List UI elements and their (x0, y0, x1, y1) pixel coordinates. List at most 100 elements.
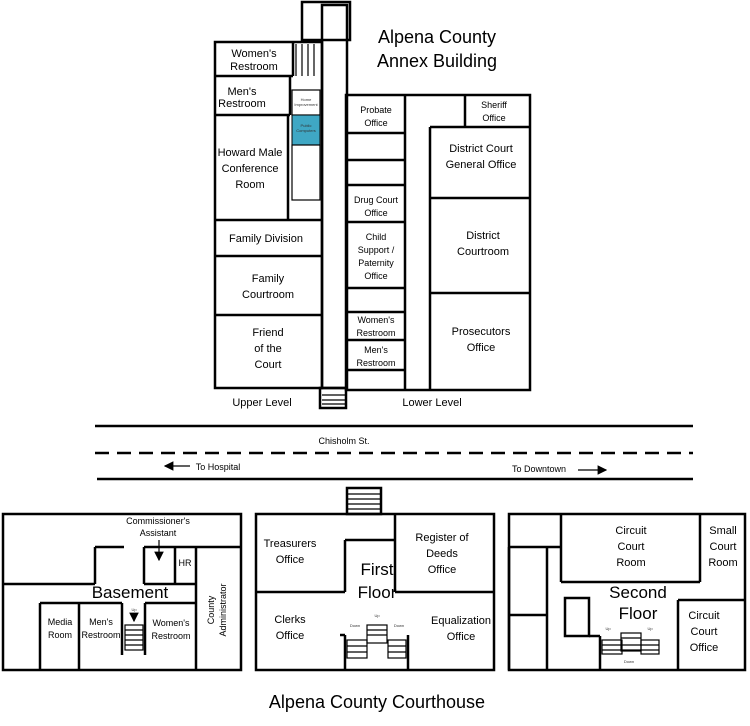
courthouse-first-label-1-label: Floor (358, 583, 397, 602)
annex-upper-rooms-howard-2-label: Room (235, 179, 264, 191)
annex-lower-rooms-drug-0-label: Drug Court (354, 195, 399, 205)
courthouse-title: Alpena County Courthouse (269, 692, 485, 712)
stairs-icon (295, 44, 315, 76)
annex-lower-label-label: Lower Level (402, 397, 461, 409)
annex-lower-rooms-sheriff-1-label: Office (482, 113, 505, 123)
courthouse-second-label-0-label: Second (609, 583, 667, 602)
courthouse-second-circuit_office-0-label: Circuit (688, 610, 719, 622)
annex-upper-rooms-mens-0-label: Men's (228, 86, 257, 98)
courthouse-first-equalization-0-label: Equalization (431, 615, 491, 627)
courthouse-basement-label-label: Basement (92, 583, 169, 602)
street: Chisholm St. To Hospital To Downtown (95, 424, 693, 481)
stairs-icon (347, 493, 381, 510)
annex-lower-rooms-probate-1-label: Office (364, 118, 387, 128)
annex-title-line1: Alpena County (378, 27, 496, 47)
annex-upper-rooms-computers-0-label: Public (301, 123, 312, 128)
stairs-icon (124, 624, 144, 651)
courthouse-basement-commissioner-0-label: Commissioner's (126, 516, 190, 526)
courthouse-basement-womens-0-label: Women's (152, 618, 190, 628)
courthouse-first-treasurers-1-label: Office (276, 554, 305, 566)
annex-lower-rooms-prosecutors-0-label: Prosecutors (452, 326, 511, 338)
courthouse-second-circuit_room-2-label: Room (616, 557, 645, 569)
courthouse-basement-up-label: Up (131, 607, 137, 612)
stairs-icon (322, 394, 346, 405)
annex-upper-rooms-friend-2-label: Court (255, 359, 282, 371)
annex-lower-rooms-child-3-label: Office (364, 271, 387, 281)
stairs-icon (346, 624, 407, 659)
courthouse-first-label-0-label: First (360, 560, 393, 579)
annex-lower-rooms-district_courtroom-0-label: District (466, 230, 500, 242)
annex-upper-label-label: Upper Level (232, 397, 291, 409)
courthouse-second-circuit_room-1-label: Court (618, 541, 645, 553)
courthouse-second-label-1-label: Floor (619, 604, 658, 623)
annex-upper-rooms-home-0-label: Home (301, 97, 312, 102)
annex-lower-rooms-womens-1-label: Restroom (356, 328, 395, 338)
courthouse-second-up-label: Up (647, 626, 653, 631)
annex-lower-rooms-drug-1-label: Office (364, 208, 387, 218)
annex-upper-rooms-computers-1-label: Computers (296, 128, 316, 133)
annex-lower-rooms-child-0-label: Child (366, 232, 387, 242)
street-name: Chisholm St. (318, 436, 369, 446)
annex-upper-rooms-howard-0-label: Howard Male (218, 147, 283, 159)
annex-lower-rooms-prosecutors-1-label: Office (467, 342, 496, 354)
annex-lower-rooms-sheriff-0-label: Sheriff (481, 100, 507, 110)
courthouse-basement-mens-1-label: Restroom (81, 630, 120, 640)
courthouse-second-circuit_office-2-label: Office (690, 642, 719, 654)
courthouse-basement-womens-1-label: Restroom (151, 631, 190, 641)
annex-lower-rooms-probate-0-label: Probate (360, 105, 392, 115)
to-hospital-label: To Hospital (196, 462, 241, 472)
courthouse-basement-commissioner-1-label: Assistant (140, 528, 177, 538)
annex-upper-rooms-howard-1-label: Conference (222, 163, 279, 175)
courthouse-basement-mens-0-label: Men's (89, 617, 113, 627)
courthouse-first-register-1-label: Deeds (426, 548, 458, 560)
annex-lower-rooms-mens-0-label: Men's (364, 345, 388, 355)
annex-upper-rooms-friend-1-label: of the (254, 343, 282, 355)
courthouse-second-circuit_office-1-label: Court (691, 626, 718, 638)
courthouse-second-down-label: Down (624, 659, 634, 664)
annex-lower-rooms-district_general-0-label: District Court (449, 143, 513, 155)
annex-upper-rooms-womens-1-label: Restroom (230, 61, 278, 73)
courthouse-first-clerks-1-label: Office (276, 630, 305, 642)
courthouse-first-equalization-1-label: Office (447, 631, 476, 643)
annex-lower-rooms-child-2-label: Paternity (358, 258, 394, 268)
courthouse-basement-admin-0-label: County (206, 595, 216, 624)
annex-upper-rooms-family_courtroom-0-label: Family (252, 273, 285, 285)
annex-title-line2: Annex Building (377, 51, 497, 71)
annex-lower-rooms-mens-1-label: Restroom (356, 358, 395, 368)
annex-upper-rooms-womens-0-label: Women's (231, 48, 277, 60)
stairs-icon (601, 632, 660, 655)
courthouse-first-down-label: Down (350, 623, 360, 628)
courthouse-second-small_court-0-label: Small (709, 525, 737, 537)
courthouse-basement-media-1-label: Room (48, 630, 72, 640)
courthouse-basement-admin-1-label: Administrator (218, 583, 228, 636)
annex-lower-rooms-district_general-1-label: General Office (446, 159, 517, 171)
annex-upper-rooms-home-1-label: Improvement (294, 102, 318, 107)
annex-upper-rooms-mens-1-label: Restroom (218, 98, 266, 110)
courthouse-first-clerks-0-label: Clerks (274, 614, 306, 626)
public-computers-room (291, 114, 321, 146)
annex-upper-rooms-friend-0-label: Friend (252, 327, 283, 339)
courthouse-second-circuit_room-0-label: Circuit (615, 525, 646, 537)
courthouse-first-register-0-label: Register of (415, 532, 469, 544)
courthouse-second-small_court-1-label: Court (710, 541, 737, 553)
annex-lower-rooms-child-1-label: Support / (358, 245, 395, 255)
courthouse-second-up-label: Up (605, 626, 611, 631)
annex-lower-rooms-district_courtroom-1-label: Courtroom (457, 246, 509, 258)
to-downtown-label: To Downtown (512, 464, 566, 474)
courthouse-first-down-label: Down (394, 623, 404, 628)
courthouse-basement-media-0-label: Media (48, 617, 73, 627)
annex-title: Alpena County Annex Building (377, 27, 497, 71)
courthouse-second-small_court-2-label: Room (708, 557, 737, 569)
courthouse-first-up-label: Up (374, 613, 380, 618)
courthouse-first-register-2-label: Office (428, 564, 457, 576)
annex-upper-rooms-family_division-label: Family Division (229, 233, 303, 245)
annex-lower-rooms-womens-0-label: Women's (357, 315, 395, 325)
courthouse-first-treasurers-0-label: Treasurers (264, 538, 317, 550)
courthouse-basement-hr-label: HR (179, 558, 192, 568)
